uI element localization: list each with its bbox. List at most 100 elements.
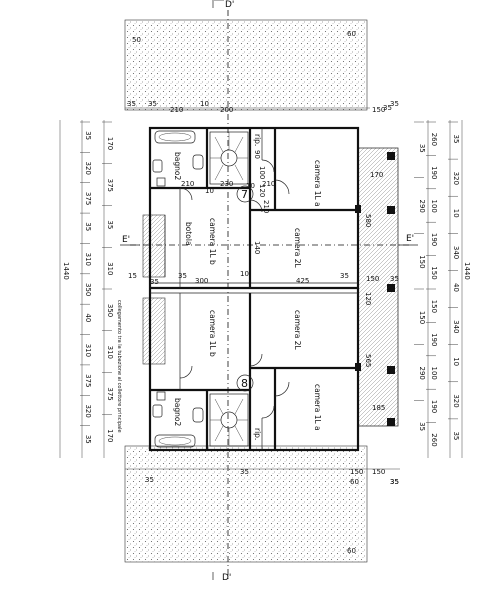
svg-text:1440: 1440 xyxy=(463,262,471,280)
east-columns xyxy=(355,152,395,426)
dimension-label: 320 xyxy=(452,394,460,407)
door-swings xyxy=(179,159,290,419)
svg-text:50: 50 xyxy=(132,36,141,44)
room-camera-2l-top: camera 2L xyxy=(293,228,302,268)
svg-text:60: 60 xyxy=(347,547,356,555)
dimension-label: 40 xyxy=(452,283,460,292)
dimension-label: 150 xyxy=(430,266,438,279)
dimension-label: 260 xyxy=(430,133,438,146)
room-bagno-top: bagno2 xyxy=(173,152,182,180)
section-marker-left: E' xyxy=(120,235,140,246)
balcony-west-bottom xyxy=(142,297,166,365)
svg-text:1440: 1440 xyxy=(62,262,70,280)
dimension-label: 10 xyxy=(452,209,460,218)
section-marker-right: E' xyxy=(398,234,418,246)
dimension-label: 310 xyxy=(84,253,92,266)
top-unit-partitions xyxy=(150,128,358,288)
dimension-label: 375 xyxy=(84,374,92,387)
dimension-label: 310 xyxy=(106,346,114,359)
room-botola: botola xyxy=(184,222,193,246)
svg-text:10: 10 xyxy=(205,187,214,195)
svg-text:35: 35 xyxy=(148,100,157,108)
svg-text:210: 210 xyxy=(170,106,183,114)
room-camera-1l-b-top: camera 1L b xyxy=(208,218,217,265)
dimension-label: 35 xyxy=(84,435,92,444)
roof-bottom xyxy=(124,445,368,563)
right-side-dimensions: 170 580 120 565 185 35 150 35 150 35 xyxy=(364,104,399,486)
dimension-label: 350 xyxy=(106,304,114,317)
svg-text:35: 35 xyxy=(390,100,399,108)
dimension-label: 190 xyxy=(430,233,438,246)
dimension-label: 320 xyxy=(84,404,92,417)
bottom-unit-partitions xyxy=(150,293,358,450)
svg-text:35: 35 xyxy=(390,478,399,486)
staircase-bottom xyxy=(209,393,249,447)
balcony-west-top xyxy=(142,214,166,278)
room-camera-1l-a-bottom: camera 1L a xyxy=(313,384,322,431)
svg-text:210: 210 xyxy=(181,180,194,188)
dimension-label: 190 xyxy=(430,400,438,413)
section-marker-bottom: D' xyxy=(212,572,231,583)
dimension-label: 40 xyxy=(84,313,92,322)
svg-text:35: 35 xyxy=(390,478,399,486)
svg-text:35: 35 xyxy=(383,104,392,112)
svg-text:E': E' xyxy=(122,235,130,245)
dimension-label: 290 xyxy=(418,367,426,380)
staircase-top xyxy=(209,131,249,185)
section-marker-top: D' xyxy=(212,0,234,10)
dimension-label: 170 xyxy=(106,429,114,442)
svg-text:120: 120 xyxy=(364,292,372,305)
dimension-label: 10 xyxy=(452,357,460,366)
dimension-label: 340 xyxy=(452,246,460,259)
dimension-label: 150 xyxy=(430,300,438,313)
room-camera-2l-bottom: camera 2L xyxy=(293,310,302,350)
svg-text:D': D' xyxy=(225,0,234,10)
room-camera-1l-b-bottom: camera 1L b xyxy=(208,310,217,357)
dimension-label: 35 xyxy=(84,222,92,231)
svg-text:150: 150 xyxy=(366,275,379,283)
dimension-label: 320 xyxy=(84,162,92,175)
dimension-label: 375 xyxy=(84,192,92,205)
left-outer-labels: 35 320 375 35 310 350 40 310 375 320 35 xyxy=(80,121,92,444)
dimension-label: 100 xyxy=(430,200,438,213)
svg-text:150: 150 xyxy=(350,468,363,476)
svg-text:8: 8 xyxy=(241,377,248,390)
svg-text:150: 150 xyxy=(372,106,385,114)
dimension-label: 35 xyxy=(84,131,92,140)
dimension-label: 35 xyxy=(106,220,114,229)
unit-number-7: 7 xyxy=(236,185,254,203)
svg-text:170: 170 xyxy=(370,171,383,179)
room-bagno-bottom: bagno2 xyxy=(173,398,182,426)
svg-text:60: 60 xyxy=(347,30,356,38)
interior-dimensions: 210 10 230 10 210 90 100 120 210 140 300… xyxy=(128,150,349,286)
svg-text:35: 35 xyxy=(150,278,159,286)
dimension-label: 170 xyxy=(106,137,114,150)
svg-text:210: 210 xyxy=(262,200,270,213)
svg-text:60: 60 xyxy=(350,478,359,486)
svg-text:35: 35 xyxy=(127,100,136,108)
svg-text:580: 580 xyxy=(364,214,372,227)
bathroom-fixtures-top xyxy=(152,130,204,187)
dimension-label: 150 xyxy=(418,311,426,324)
svg-text:300: 300 xyxy=(195,277,208,285)
dimension-label: 310 xyxy=(84,344,92,357)
svg-text:10: 10 xyxy=(200,100,209,108)
svg-text:E': E' xyxy=(406,234,414,244)
dimension-label: 100 xyxy=(430,367,438,380)
svg-text:D': D' xyxy=(222,573,231,583)
left-dimension-total: 1440 xyxy=(59,120,70,458)
dimension-label: 35 xyxy=(452,135,460,144)
svg-text:35: 35 xyxy=(145,476,154,484)
svg-text:140: 140 xyxy=(253,241,261,254)
svg-text:210: 210 xyxy=(262,180,275,188)
svg-text:150: 150 xyxy=(372,468,385,476)
dimension-label: 320 xyxy=(452,172,460,185)
pipe-note: collegamento tra la tubazione al collett… xyxy=(116,300,122,433)
dimension-label: 350 xyxy=(84,283,92,296)
svg-text:230: 230 xyxy=(220,180,233,188)
svg-text:100: 100 xyxy=(258,166,266,179)
svg-text:425: 425 xyxy=(296,277,309,285)
